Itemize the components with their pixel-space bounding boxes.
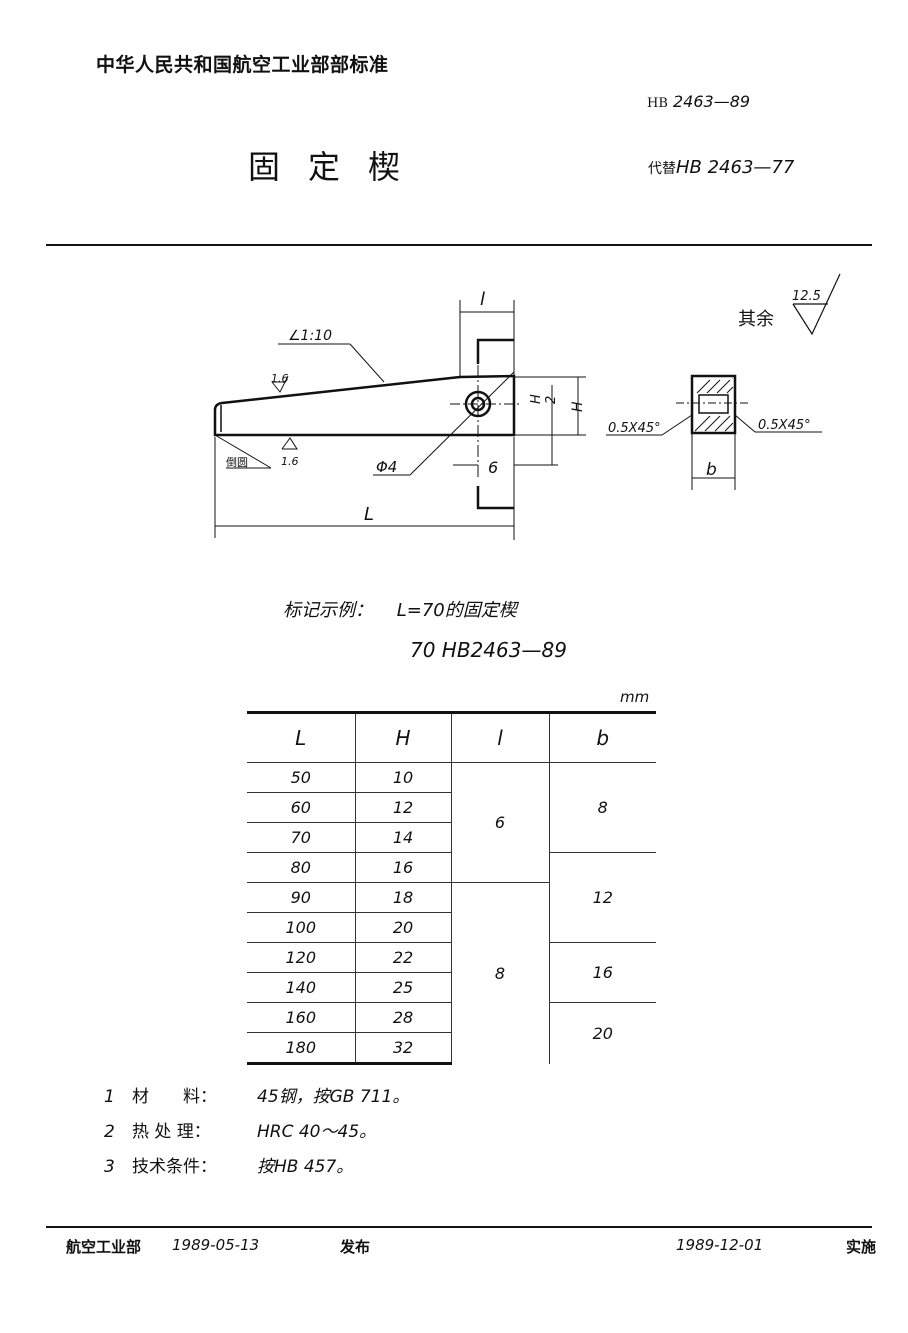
wedge-section-view (606, 273, 841, 490)
note-key: 技术条件： (132, 1157, 217, 1177)
cell-l-group: 8 (450, 882, 549, 1064)
note-number: 2 (104, 1122, 115, 1142)
others-roughness-value: 12.5 (792, 289, 821, 304)
note-value: 按HB 457。 (257, 1157, 354, 1177)
cell-b-group: 20 (548, 1002, 656, 1064)
cell-H: 16 (354, 852, 451, 883)
cell-H: 20 (354, 912, 451, 943)
dim-b-label: b (706, 460, 717, 480)
note-item: 3 技术条件： 按HB 457。 (104, 1150, 409, 1185)
dim-H-label: H (570, 401, 586, 412)
footer-issuer: 航空工业部 (66, 1238, 142, 1256)
header-H: H (354, 711, 451, 763)
header-divider (46, 244, 872, 246)
wedge-side-view (213, 300, 586, 540)
standard-prefix: HB (647, 96, 668, 111)
cell-L: 60 (247, 792, 355, 823)
note-value: HRC 40～45。 (257, 1122, 377, 1142)
cell-L: 160 (247, 1002, 355, 1033)
cell-H: 18 (354, 882, 451, 913)
issuing-organization: 中华人民共和国航空工业部部标准 (96, 54, 389, 76)
replaces-number: HB 2463—77 (676, 157, 795, 178)
cell-L: 50 (247, 762, 355, 793)
footer-effective-label: 实施 (846, 1238, 877, 1256)
note-item: 2 热 处 理： HRC 40～45。 (104, 1115, 409, 1150)
dim-L-label: L (364, 504, 374, 525)
taper-label: ∠1:10 (288, 328, 332, 344)
table-header-row: L H l b (247, 711, 656, 763)
cell-L: 140 (247, 972, 355, 1003)
note-key: 材 料： (132, 1087, 217, 1107)
roughness-bottom-label: 1.6 (281, 455, 299, 468)
cell-l-group: 6 (450, 762, 549, 883)
footer-issue-date: 1989-05-13 (172, 1236, 260, 1254)
header-L: L (247, 711, 355, 763)
note-key: 热 处 理： (132, 1122, 211, 1142)
dim-l-label: l (480, 289, 485, 310)
section-chamfer-left-label: 0.5X45° (608, 421, 661, 436)
cell-H: 28 (354, 1002, 451, 1033)
header-b: b (548, 711, 656, 763)
cell-L: 70 (247, 822, 355, 853)
replaces-prefix: 代替 (648, 161, 676, 177)
cell-L: 80 (247, 852, 355, 883)
cell-b-group: 16 (548, 942, 656, 1003)
footer-divider (46, 1226, 872, 1228)
marking-example-description: L=70的固定楔 (396, 600, 517, 621)
hole-diameter-label: Φ4 (376, 458, 397, 476)
note-number: 3 (104, 1157, 115, 1177)
footer-issue-label: 发布 (340, 1238, 371, 1256)
dim-H-half-den: 2 (544, 396, 559, 404)
technical-notes: 1 材 料： 45钢，按GB 711。 2 热 处 理： HRC 40～45。 3 技术条… (104, 1080, 409, 1185)
cell-L: 90 (247, 882, 355, 913)
standard-number-value: 2463—89 (672, 92, 751, 111)
cell-b-group: 12 (548, 852, 656, 943)
chamfer-round-label: 倒圆 (226, 456, 248, 469)
others-roughness-label: 其余 (738, 309, 774, 330)
cell-H: 14 (354, 822, 451, 853)
cell-H: 12 (354, 792, 451, 823)
document-title: 固定楔 (248, 148, 429, 186)
cell-H: 22 (354, 942, 451, 973)
note-value: 45钢，按GB 711。 (257, 1087, 410, 1107)
roughness-top-label: 1.6 (271, 372, 289, 385)
cell-L: 100 (247, 912, 355, 943)
header-l: l (450, 711, 549, 763)
standard-number: HB 2463—89 (647, 92, 750, 111)
dim-6-label: 6 (488, 458, 498, 477)
cell-b-group: 8 (548, 762, 656, 853)
cell-H: 32 (354, 1032, 451, 1065)
cell-H: 25 (354, 972, 451, 1003)
cell-L: 180 (247, 1032, 355, 1065)
note-item: 1 材 料： 45钢，按GB 711。 (104, 1080, 409, 1115)
section-chamfer-right-label: 0.5X45° (758, 418, 811, 433)
dim-H-half-num: H (529, 394, 544, 404)
note-number: 1 (104, 1087, 115, 1107)
marking-example-code: 70 HB2463—89 (410, 638, 567, 662)
cell-H: 10 (354, 762, 451, 793)
marking-example-label: 标记示例： (283, 600, 373, 621)
marking-example-line: 标记示例： L=70的固定楔 (283, 596, 517, 622)
table-unit: mm (620, 688, 650, 706)
footer-effective-date: 1989-12-01 (676, 1236, 764, 1254)
cell-L: 120 (247, 942, 355, 973)
replaces-standard: 代替HB 2463—77 (648, 157, 794, 178)
